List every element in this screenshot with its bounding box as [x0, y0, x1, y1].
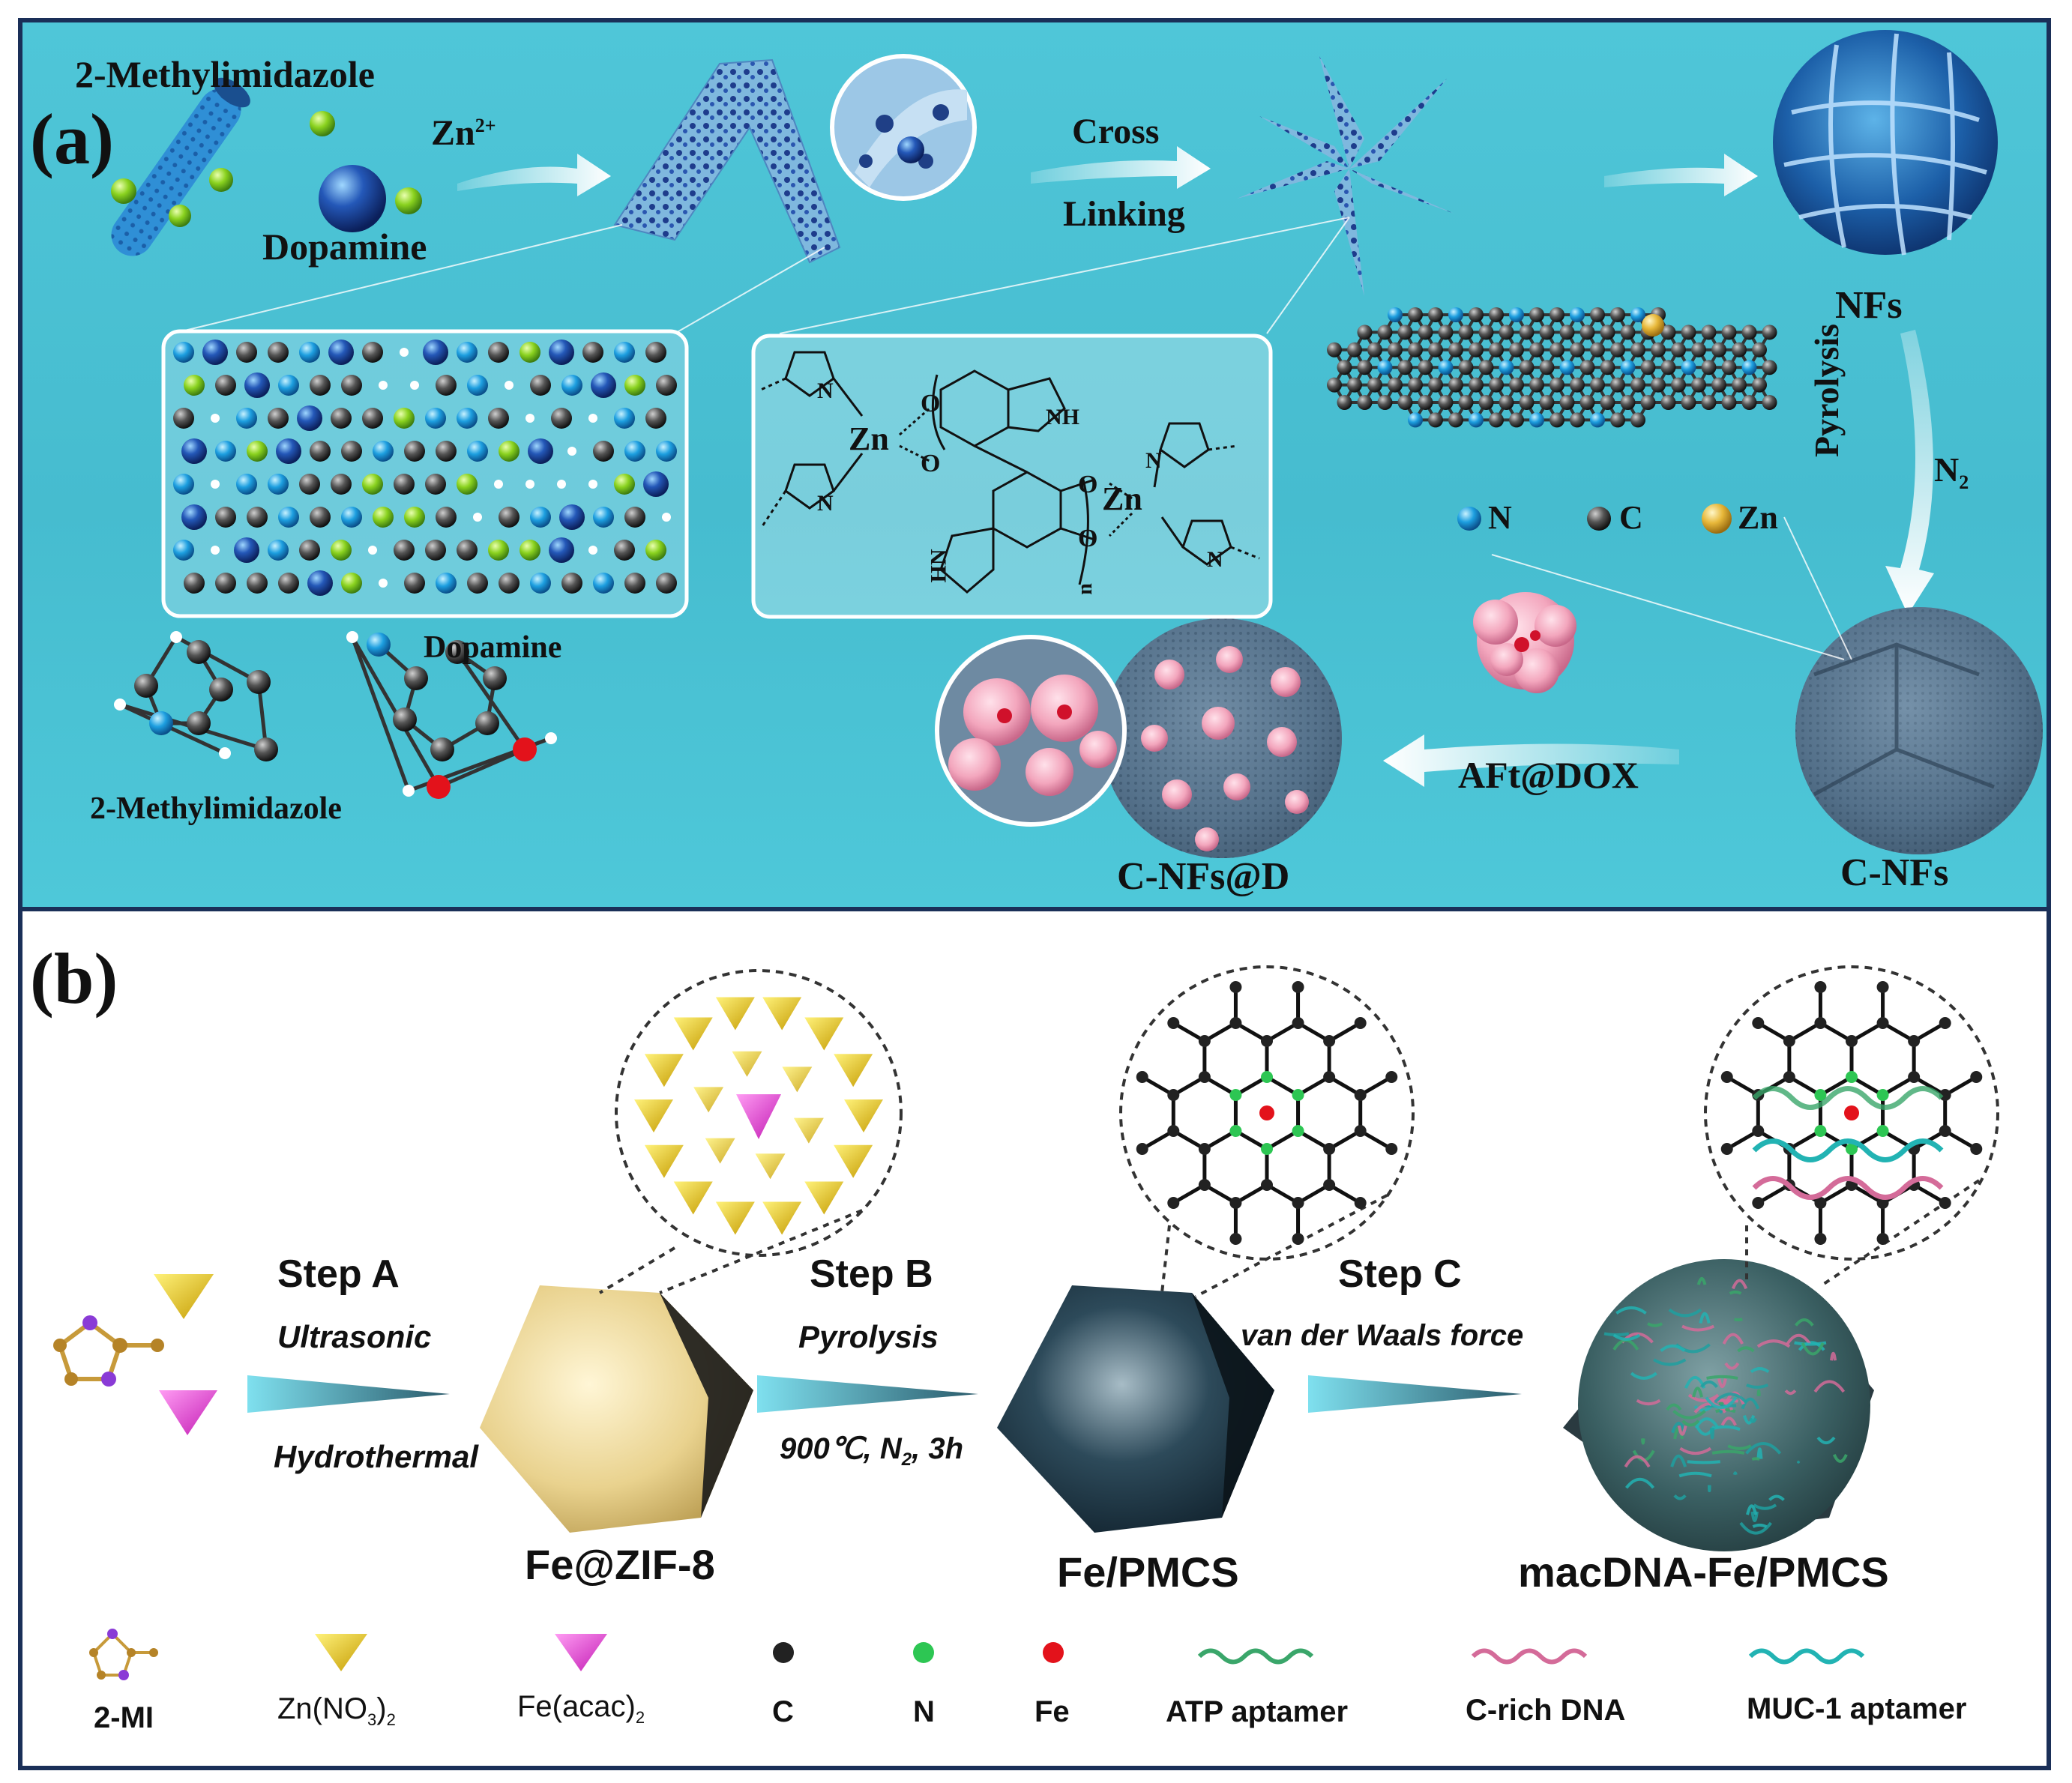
arrow-3-icon	[1604, 154, 1758, 196]
step-b-bottom-label: 900℃, N2, 3h	[780, 1432, 964, 1470]
arrow-step-a-icon	[247, 1375, 450, 1413]
panel-a-label: (a)	[30, 99, 114, 179]
struct-hn: HN	[926, 549, 951, 583]
panel-a-graphics	[111, 30, 2043, 858]
chem-structure	[759, 351, 1260, 594]
methylimidazole-top-label: 2-Methylimidazole	[75, 53, 375, 95]
product-3-label: macDNA-Fe/PMCS	[1518, 1548, 1889, 1596]
arrow-aft-icon	[1383, 734, 1679, 787]
legend-crich-icon	[1471, 1648, 1588, 1665]
product-1-label: Fe@ZIF-8	[525, 1541, 715, 1588]
pyrolysis-label: Pyrolysis	[1807, 323, 1846, 457]
struct-zn-1: Zn	[849, 420, 889, 457]
zif-zoom-circle	[598, 969, 903, 1294]
linking-label: Linking	[1063, 194, 1185, 234]
struct-n-1: N	[817, 378, 834, 403]
step-b-label: Step B	[810, 1252, 933, 1296]
aft-protein-icon	[1473, 592, 1576, 693]
legend-mi-icon	[89, 1629, 158, 1680]
fe-zif8-polyhedron-icon	[480, 1285, 753, 1533]
step-a-bottom-label: Hydrothermal	[274, 1439, 479, 1474]
struct-o-3: O	[1078, 471, 1098, 498]
aft-dox-label: AFt@DOX	[1458, 754, 1639, 796]
n2-label: N2	[1934, 450, 1969, 494]
struct-nh: NH	[1046, 405, 1079, 429]
legend-n-icon	[913, 1642, 934, 1663]
legend-fe-tet-icon	[555, 1634, 607, 1671]
legend-mi-label: 2-MI	[94, 1701, 154, 1734]
arrow-step-c-icon	[1308, 1375, 1522, 1413]
struct-n-2: N	[817, 491, 834, 516]
methylimidazole-bottom-label: 2-Methylimidazole	[90, 791, 342, 826]
legend-fe-label: Fe	[1035, 1695, 1070, 1728]
struct-n-3: N	[1145, 448, 1162, 473]
legend-crich-label: C-rich DNA	[1466, 1694, 1626, 1727]
legend-c-label: C	[772, 1695, 794, 1728]
step-c-label: Step C	[1338, 1252, 1462, 1296]
legend-fe-acac-label: Fe(acac)2	[517, 1690, 645, 1727]
arrow-pyrolysis-icon	[1885, 330, 1934, 615]
struct-o-1: O	[921, 390, 941, 417]
fe-tetrahedron-icon	[159, 1390, 217, 1435]
legend-n-label: N	[913, 1695, 935, 1728]
c-nfs-d-label: C-NFs@D	[1117, 855, 1290, 898]
star-flower-icon	[1237, 56, 1454, 296]
legend-n-label: N	[1488, 499, 1512, 536]
nanotube-icon	[111, 77, 250, 256]
zn-ion-label: Zn2+	[431, 113, 496, 153]
cross-label: Cross	[1072, 112, 1160, 151]
step-a-top-label: Ultrasonic	[277, 1319, 432, 1354]
callout-lines	[172, 217, 1852, 660]
zoom-circle-icon	[830, 54, 977, 201]
struct-o-4: O	[1078, 525, 1098, 552]
c-nfs-label: C-NFs	[1840, 851, 1949, 894]
pmcs-zoom-circle	[1119, 965, 1415, 1298]
legend-atp-label: ATP aptamer	[1166, 1695, 1349, 1728]
zn-ion-icon	[111, 111, 422, 227]
legend-zn-label: Zn	[1738, 499, 1778, 536]
fe-pmcs-polyhedron-icon	[997, 1285, 1274, 1533]
macdna-sphere-icon	[1563, 1259, 1874, 1551]
legend-muc1-label: MUC-1 aptamer	[1747, 1692, 1967, 1725]
crystal-atoms	[173, 340, 677, 596]
n-doped-carbon-lattice	[1327, 307, 1777, 534]
small-molecules	[114, 631, 557, 799]
legend-zn-tet-icon	[315, 1634, 367, 1671]
struct-n-sub: n	[1073, 583, 1097, 595]
nfs-label: NFs	[1835, 284, 1903, 327]
panel-b-graphics	[53, 965, 1999, 1680]
panel-b-label: (b)	[30, 938, 118, 1019]
zn-tetrahedron-icon	[154, 1274, 214, 1319]
step-c-top-label: van der Waals force	[1241, 1319, 1524, 1352]
dopamine-ball-icon	[319, 165, 386, 232]
legend-c-label: C	[1619, 499, 1643, 536]
macdna-zoom-circle	[1704, 965, 1999, 1287]
legend-muc1-icon	[1748, 1648, 1865, 1665]
arrow-step-b-icon	[757, 1375, 978, 1413]
legend-fe-icon	[1043, 1642, 1064, 1663]
legend-atp-icon	[1197, 1648, 1314, 1665]
mi-molecule-icon	[53, 1315, 164, 1387]
product-2-label: Fe/PMCS	[1057, 1548, 1239, 1596]
cnfs-d-sphere-icon	[935, 618, 1342, 858]
legend-icons	[89, 1629, 1865, 1680]
nfs-sphere-icon	[1773, 30, 1998, 256]
legend-c-icon	[773, 1642, 794, 1663]
dopamine-top-label: Dopamine	[262, 226, 427, 268]
struct-o-2: O	[921, 450, 941, 477]
step-a-label: Step A	[277, 1252, 400, 1296]
dopamine-mid-label: Dopamine	[424, 630, 562, 665]
arrow-2-icon	[1031, 146, 1211, 189]
arrow-1-icon	[457, 154, 611, 196]
cnfs-sphere-icon	[1795, 607, 2043, 854]
dotted-sheet-icon	[613, 58, 841, 264]
chem-structure-box	[751, 334, 1273, 619]
struct-zn-2: Zn	[1102, 480, 1142, 517]
legend-zn-no3-label: Zn(NO3)2	[277, 1692, 396, 1729]
step-b-top-label: Pyrolysis	[798, 1319, 939, 1354]
struct-n-4: N	[1207, 547, 1223, 572]
